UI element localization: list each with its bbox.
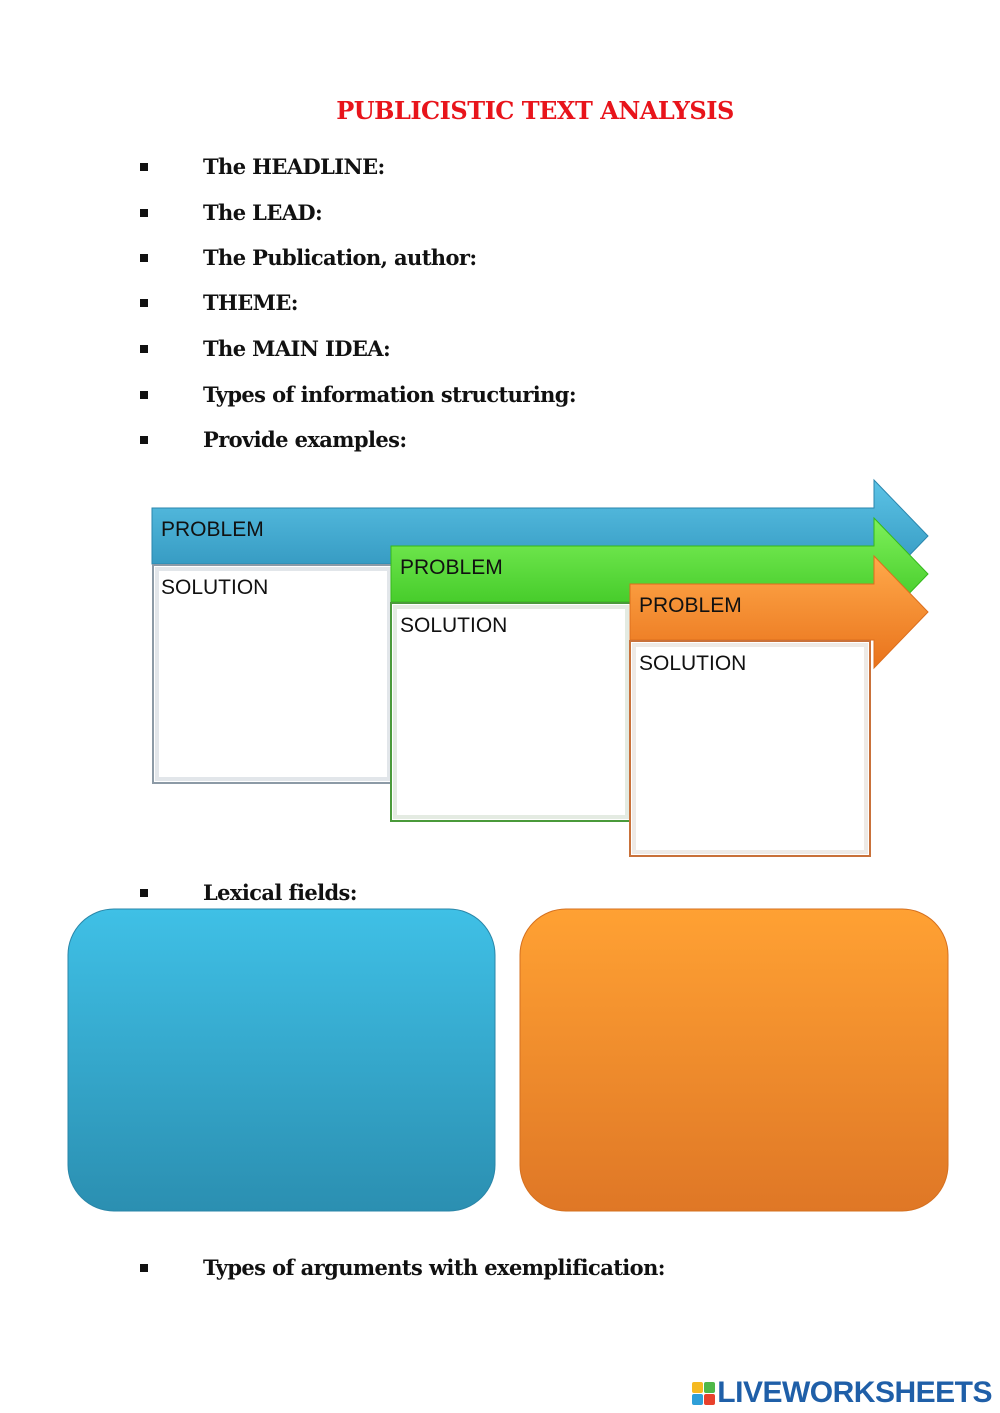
bullet-text: Types of information structuring: [203, 381, 577, 407]
liveworksheets-logo: LIVEWORKSHEETS [692, 1376, 992, 1410]
lexical-field-box-right[interactable] [519, 908, 949, 1212]
bullet-lexical-fields: Lexical fields: [140, 877, 358, 907]
problem-label-2: PROBLEM [400, 556, 503, 579]
logo-text: LIVEWORKSHEETS [717, 1376, 992, 1409]
bullet-provide-examples: Provide examples: [140, 424, 407, 454]
bullet-marker [140, 254, 148, 262]
bullet-text: The Publication, author: [203, 244, 477, 270]
bullet-marker [140, 345, 148, 353]
bullet-arguments: Types of arguments with exemplification: [140, 1252, 666, 1282]
bullet-marker [140, 209, 148, 217]
bullet-main-idea: The MAIN IDEA: [140, 333, 391, 363]
problem-label-3: PROBLEM [639, 594, 742, 617]
solution-label-3: SOLUTION [639, 652, 746, 675]
problem-label-1: PROBLEM [161, 518, 264, 541]
bullet-marker [140, 299, 148, 307]
bullet-marker [140, 889, 148, 897]
solution-box-2 [390, 602, 632, 822]
bullet-publication-author: The Publication, author: [140, 242, 477, 272]
solution-box-1 [152, 564, 394, 784]
bullet-marker [140, 436, 148, 444]
bullet-information-structuring: Types of information structuring: [140, 379, 577, 409]
bullet-text: THEME: [203, 289, 298, 315]
bullet-headline: The HEADLINE: [140, 151, 385, 181]
logo-mark-icon [692, 1381, 716, 1405]
bullet-marker [140, 391, 148, 399]
bullet-text: Lexical fields: [203, 879, 358, 905]
bullet-marker [140, 1264, 148, 1272]
solution-box-3 [629, 640, 871, 857]
solution-label-2: SOLUTION [400, 614, 507, 637]
bullet-text: Types of arguments with exemplification: [203, 1254, 666, 1280]
bullet-text: Provide examples: [203, 426, 407, 452]
page-title: PUBLICISTIC TEXT ANALYSIS [336, 96, 734, 125]
bullet-text: The LEAD: [203, 199, 323, 225]
bullet-text: The HEADLINE: [203, 153, 385, 179]
solution-label-1: SOLUTION [161, 576, 268, 599]
bullet-marker [140, 163, 148, 171]
lexical-field-box-left[interactable] [67, 908, 496, 1212]
bullet-text: The MAIN IDEA: [203, 335, 391, 361]
bullet-theme: THEME: [140, 287, 298, 317]
bullet-lead: The LEAD: [140, 197, 323, 227]
